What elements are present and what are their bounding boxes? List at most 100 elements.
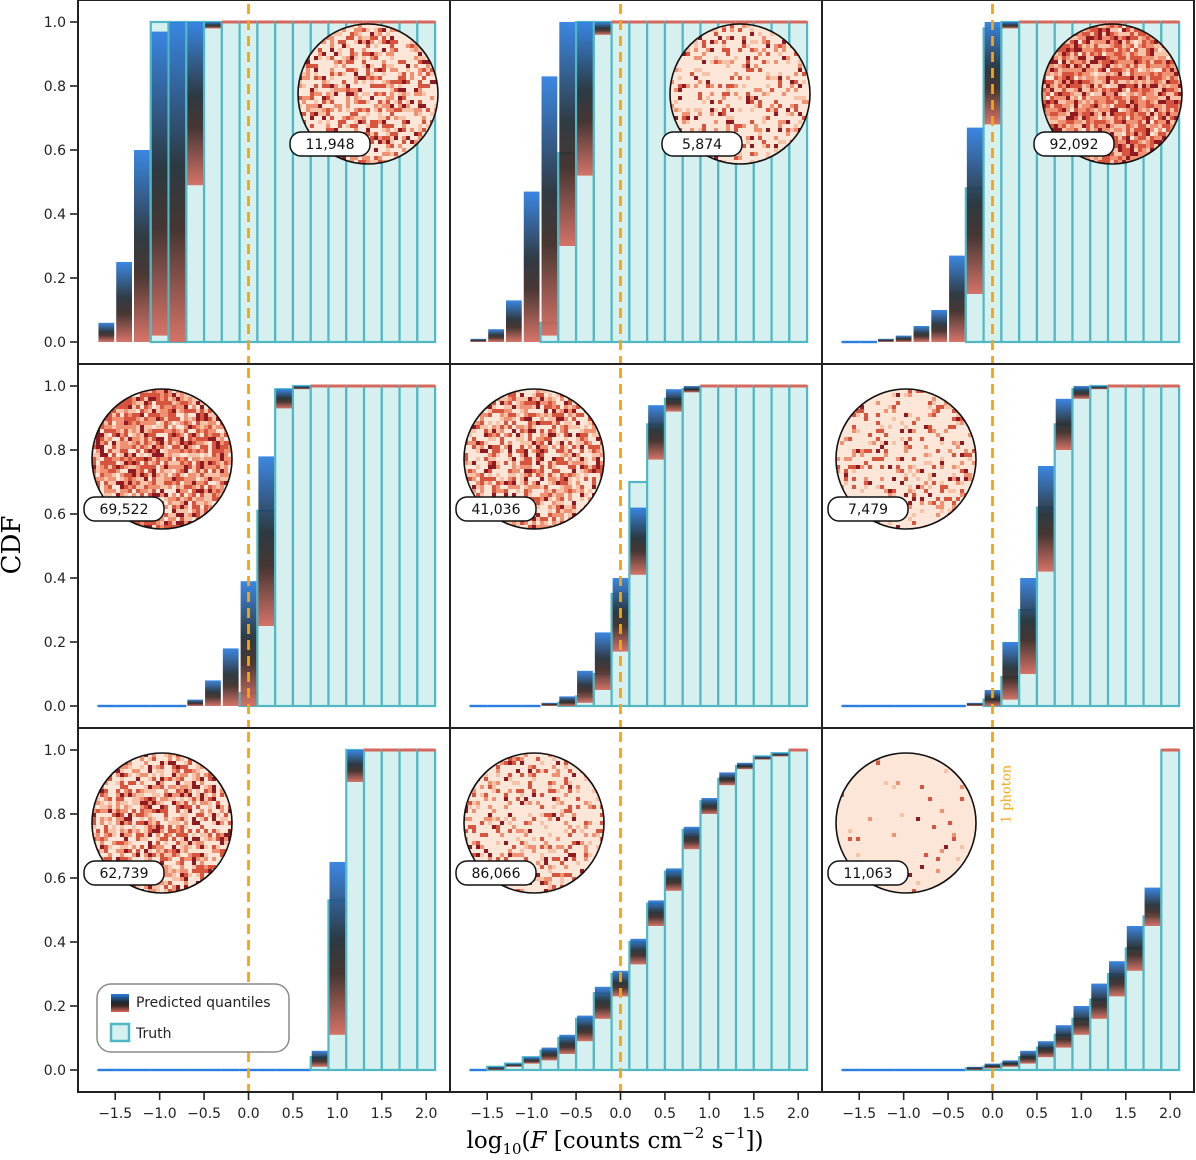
inset-pixel — [1074, 48, 1078, 52]
inset-pixel — [144, 465, 148, 469]
inset-pixel — [104, 793, 108, 797]
inset-pixel — [722, 48, 726, 52]
inset-pixel — [1162, 104, 1166, 108]
inset-pixel — [152, 441, 156, 445]
inset-pixel — [1154, 108, 1158, 112]
inset-pixel — [904, 493, 908, 497]
inset-pixel — [192, 485, 196, 489]
inset-pixel — [544, 449, 548, 453]
inset-pixel — [100, 441, 104, 445]
inset-pixel — [520, 445, 524, 449]
inset-pixel — [1146, 88, 1150, 92]
inset-pixel — [224, 445, 228, 449]
inset-pixel — [1086, 96, 1090, 100]
inset-pixel — [1098, 108, 1102, 112]
inset-pixel — [104, 809, 108, 813]
inset-pixel — [480, 481, 484, 485]
inset-pixel — [524, 457, 528, 461]
inset-pixel — [766, 40, 770, 44]
inset-pixel — [1090, 32, 1094, 36]
inset-pixel — [354, 100, 358, 104]
inset-pixel — [694, 56, 698, 60]
inset-pixel — [1118, 88, 1122, 92]
inset-pixel — [1146, 84, 1150, 88]
inset-pixel — [564, 509, 568, 513]
inset-pixel — [1054, 80, 1058, 84]
inset-pixel — [1142, 80, 1146, 84]
inset-pixel — [1058, 92, 1062, 96]
inset-pixel — [548, 461, 552, 465]
inset-pixel — [176, 445, 180, 449]
inset-pixel — [148, 493, 152, 497]
inset-pixel — [508, 485, 512, 489]
inset-pixel — [1170, 108, 1174, 112]
inset-pixel — [342, 84, 346, 88]
inset-pixel — [1110, 72, 1114, 76]
inset-pixel — [414, 92, 418, 96]
inset-pixel — [212, 497, 216, 501]
inset-pixel — [524, 425, 528, 429]
inset-pixel — [860, 405, 864, 409]
inset-pixel — [168, 481, 172, 485]
inset-pixel — [216, 481, 220, 485]
inset-pixel — [694, 40, 698, 44]
inset-pixel — [508, 401, 512, 405]
inset-pixel — [794, 52, 798, 56]
inset-pixel — [840, 441, 844, 445]
inset-pixel — [208, 425, 212, 429]
inset-pixel — [112, 445, 116, 449]
inset-pixel — [908, 469, 912, 473]
inset-pixel — [1062, 72, 1066, 76]
truth-bar — [362, 384, 383, 708]
inset-pixel — [366, 64, 370, 68]
inset-pixel — [892, 493, 896, 497]
inset-pixel — [1138, 128, 1142, 132]
inset-pixel — [1058, 124, 1062, 128]
inset-pixel — [1066, 104, 1070, 108]
inset-pixel — [860, 489, 864, 493]
inset-pixel — [576, 421, 580, 425]
inset-pixel — [108, 449, 112, 453]
inset-pixel — [124, 793, 128, 797]
inset-pixel — [354, 80, 358, 84]
inset-pixel — [528, 445, 532, 449]
inset-pixel — [390, 140, 394, 144]
inset-pixel — [1066, 124, 1070, 128]
inset-pixel — [786, 76, 790, 80]
inset-pixel — [524, 441, 528, 445]
inset-pixel — [960, 417, 964, 421]
inset-pixel — [1130, 56, 1134, 60]
panel-3: 92,092 — [821, 0, 1195, 365]
inset-pixel — [168, 477, 172, 481]
inset-pixel — [790, 80, 794, 84]
inset-pixel — [152, 413, 156, 417]
inset-pixel — [960, 441, 964, 445]
inset-pixel — [1090, 108, 1094, 112]
inset-pixel — [128, 761, 132, 765]
inset-pixel — [1126, 80, 1130, 84]
inset-pixel — [422, 76, 426, 80]
inset-pixel — [172, 481, 176, 485]
inset-pixel — [1134, 32, 1138, 36]
inset-pixel — [164, 465, 168, 469]
inset-pixel — [1158, 84, 1162, 88]
inset-pixel — [354, 88, 358, 92]
inset-pixel — [1050, 60, 1054, 64]
inset-pixel — [212, 449, 216, 453]
inset-pixel — [1174, 100, 1178, 104]
inset-pixel — [112, 813, 116, 817]
inset-pixel — [848, 465, 852, 469]
inset-pixel — [794, 108, 798, 112]
inset-pixel — [556, 393, 560, 397]
inset-pixel — [132, 433, 136, 437]
inset-pixel — [512, 465, 516, 469]
inset-pixel — [124, 417, 128, 421]
inset-pixel — [172, 477, 176, 481]
inset-pixel — [548, 429, 552, 433]
inset-pixel — [762, 36, 766, 40]
inset-pixel — [726, 48, 730, 52]
inset-pixel — [520, 393, 524, 397]
inset-pixel — [1062, 80, 1066, 84]
quantile-cap — [275, 20, 293, 24]
inset-pixel — [1094, 156, 1098, 160]
